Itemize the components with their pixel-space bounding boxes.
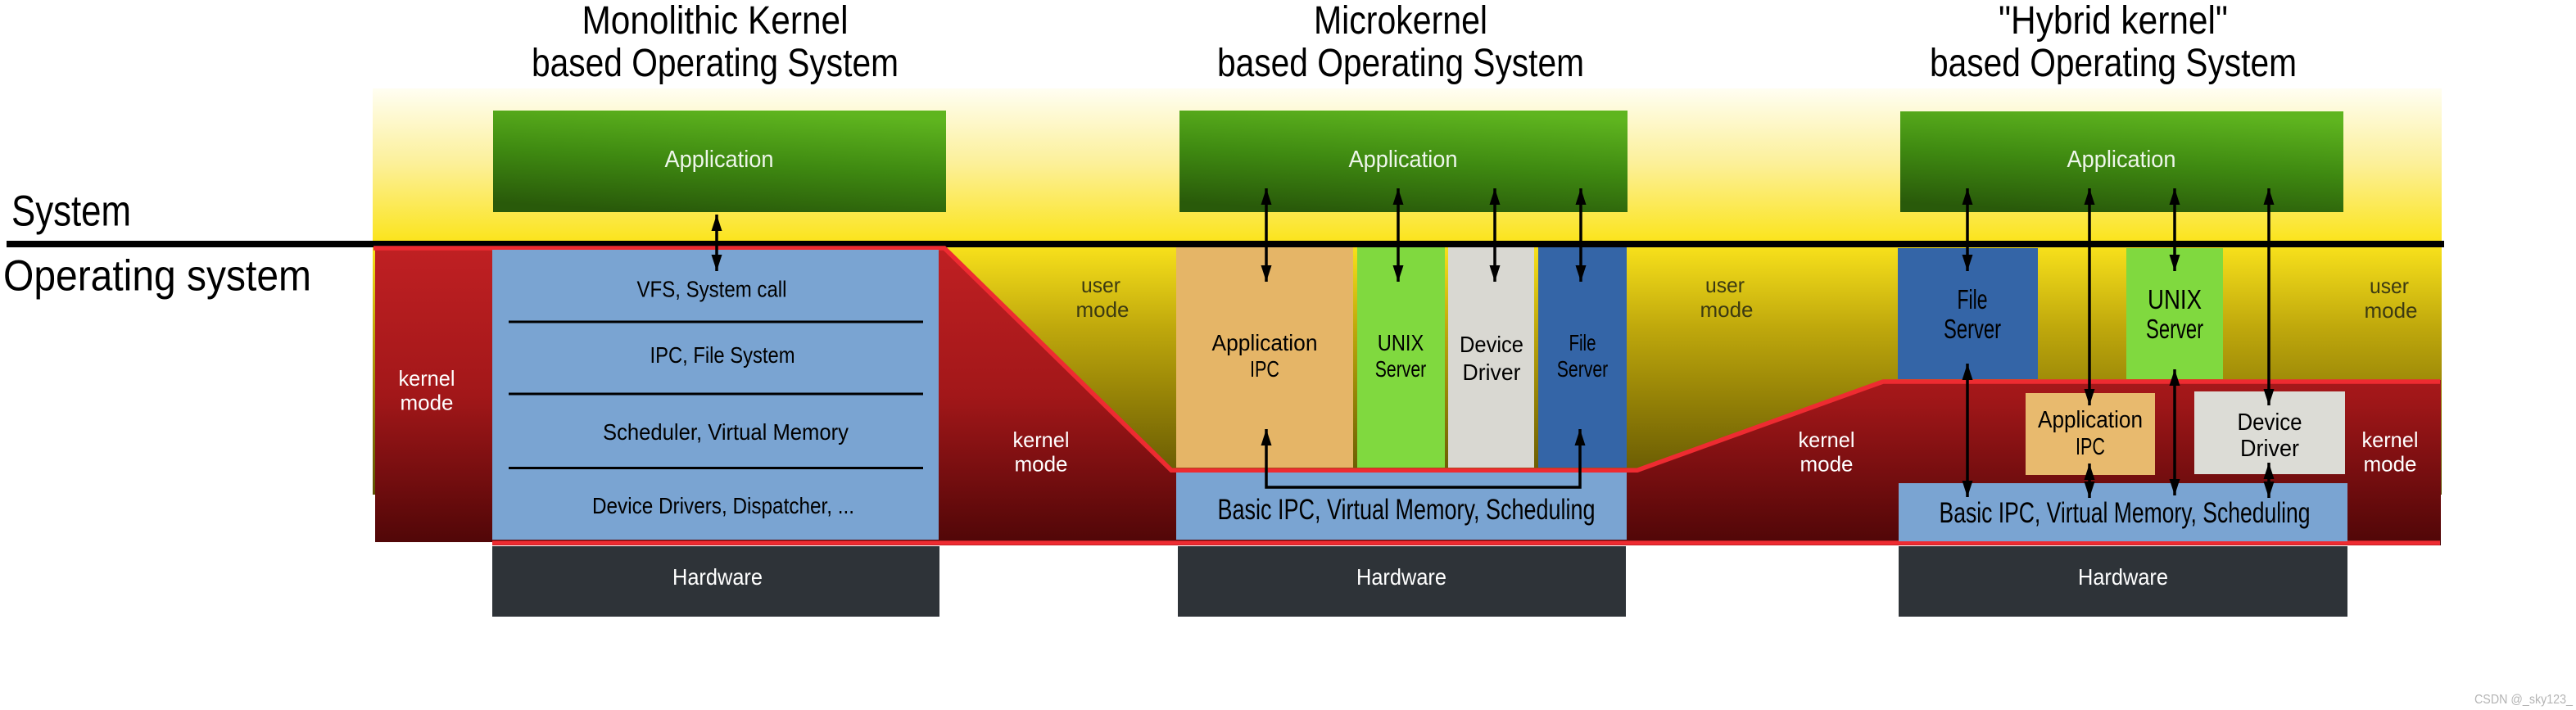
svg-text:IPC, File System: IPC, File System (650, 342, 795, 368)
svg-text:Application: Application (1212, 330, 1318, 355)
svg-text:kernel: kernel (1013, 427, 1070, 452)
svg-text:kernel: kernel (1799, 427, 1855, 452)
svg-text:Application: Application (2038, 407, 2143, 433)
svg-text:Server: Server (2146, 314, 2203, 344)
svg-text:Device: Device (2238, 409, 2302, 436)
svg-text:user: user (1081, 273, 1120, 297)
svg-text:"Hybrid kernel": "Hybrid kernel" (1999, 0, 2228, 43)
svg-text:Application: Application (665, 147, 774, 173)
svg-text:mode: mode (2364, 451, 2417, 476)
svg-text:File: File (1569, 330, 1596, 355)
svg-text:Scheduler, Virtual Memory: Scheduler, Virtual Memory (603, 419, 849, 445)
svg-text:kernel: kernel (2362, 427, 2419, 452)
svg-text:mode: mode (1800, 451, 1854, 476)
svg-text:based Operating System: based Operating System (1217, 42, 1584, 85)
svg-text:IPC: IPC (1250, 356, 1279, 382)
svg-text:IPC: IPC (2076, 434, 2105, 460)
svg-text:Hardware: Hardware (672, 564, 763, 590)
svg-text:mode: mode (401, 390, 454, 414)
svg-text:based Operating System: based Operating System (532, 42, 899, 85)
svg-text:mode: mode (1076, 297, 1130, 322)
svg-text:Driver: Driver (2240, 436, 2299, 462)
svg-text:Hardware: Hardware (1356, 564, 1446, 590)
svg-text:Server: Server (1557, 356, 1609, 382)
svg-text:Server: Server (1944, 314, 2001, 344)
svg-text:mode: mode (2365, 298, 2418, 323)
svg-text:CSDN @_sky123_: CSDN @_sky123_ (2474, 693, 2573, 707)
svg-text:user: user (1705, 273, 1745, 297)
svg-text:kernel: kernel (399, 366, 455, 391)
svg-text:Basic IPC, Virtual Memory, Sch: Basic IPC, Virtual Memory, Scheduling (1218, 494, 1596, 526)
svg-text:UNIX: UNIX (2148, 284, 2202, 314)
svg-text:VFS, System call: VFS, System call (637, 277, 787, 302)
svg-text:File: File (1958, 284, 1988, 314)
svg-text:Basic IPC, Virtual Memory, Sch: Basic IPC, Virtual Memory, Scheduling (1940, 497, 2311, 529)
svg-text:Microkernel: Microkernel (1314, 0, 1487, 43)
svg-text:user: user (2370, 274, 2409, 298)
svg-text:Application: Application (2067, 147, 2176, 173)
svg-text:Device Drivers, Dispatcher, ..: Device Drivers, Dispatcher, ... (592, 493, 854, 518)
svg-text:Operating system: Operating system (3, 251, 311, 300)
svg-text:Hardware: Hardware (2078, 564, 2168, 590)
svg-text:Application: Application (1349, 147, 1458, 173)
svg-text:Monolithic Kernel: Monolithic Kernel (582, 0, 849, 43)
svg-text:Driver: Driver (1463, 360, 1521, 385)
svg-text:Device: Device (1460, 332, 1523, 357)
svg-text:mode: mode (1015, 451, 1068, 476)
svg-text:based Operating System: based Operating System (1930, 42, 2297, 85)
svg-text:Server: Server (1375, 356, 1427, 382)
svg-text:UNIX: UNIX (1378, 330, 1424, 355)
svg-text:System: System (11, 188, 131, 236)
svg-text:mode: mode (1700, 297, 1754, 322)
